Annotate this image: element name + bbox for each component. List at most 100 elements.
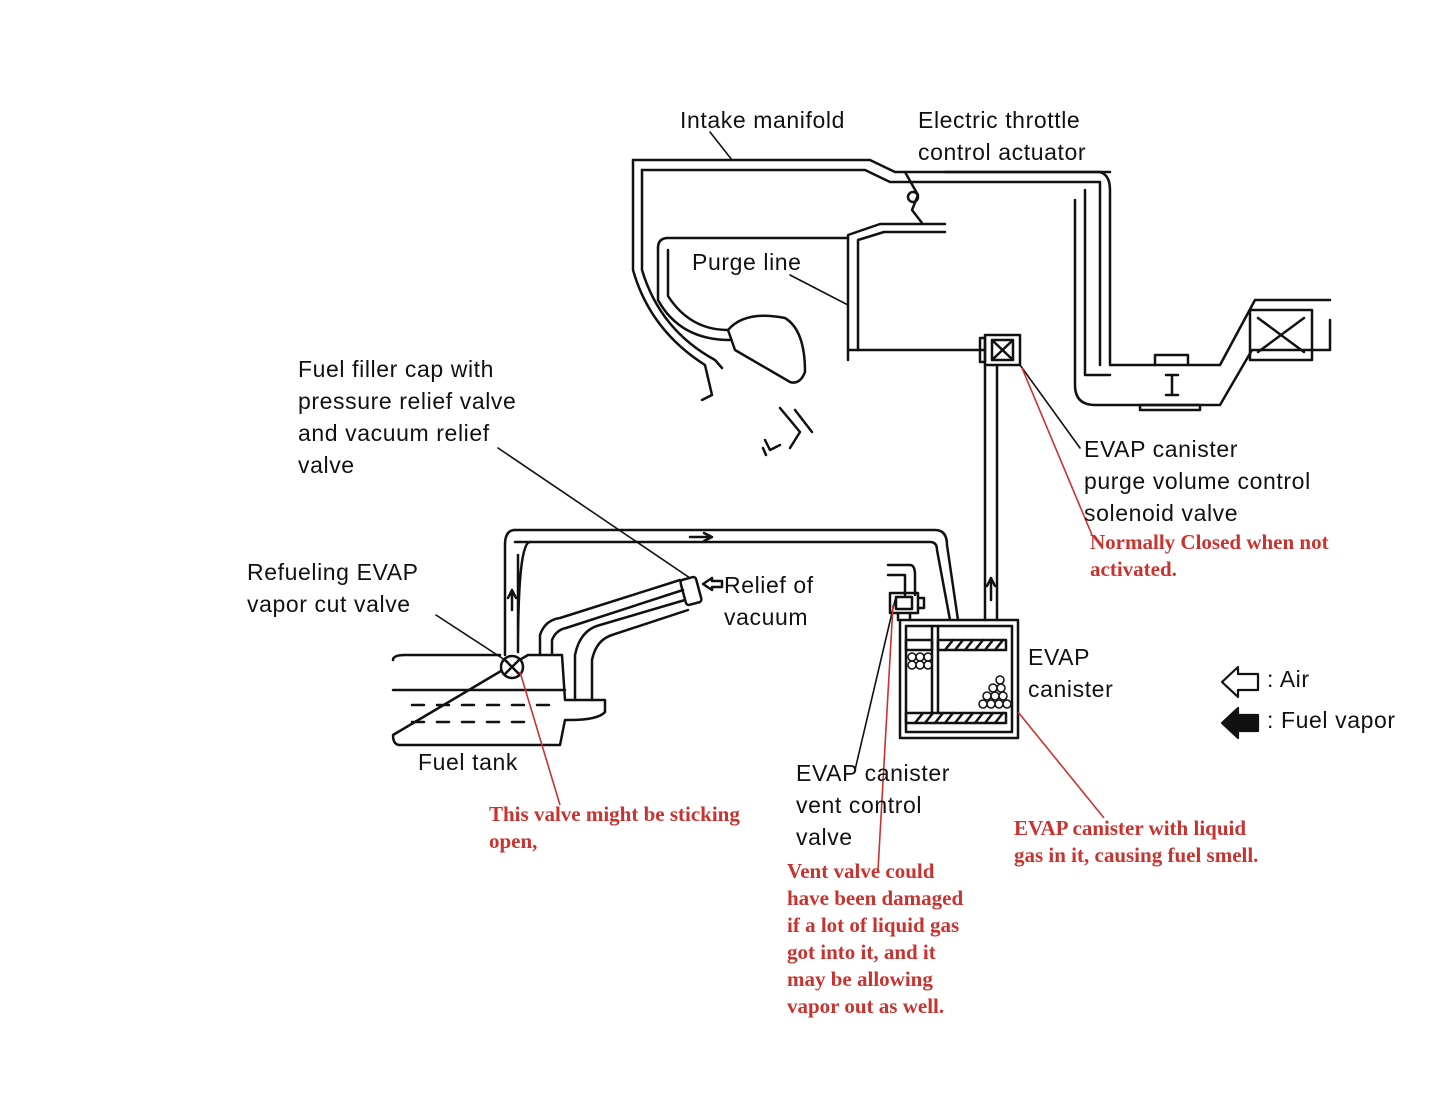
purge-line-outer bbox=[656, 236, 850, 250]
note-canister-liquid-line-1: EVAP canister with liquid bbox=[1014, 816, 1247, 840]
note-purge-closed-line-1: Normally Closed when not bbox=[1090, 530, 1329, 554]
filler-cap-line-4: valve bbox=[298, 452, 355, 478]
label-vent-valve: EVAP canister vent control valve bbox=[796, 757, 950, 853]
vent-valve-line-1: EVAP canister bbox=[796, 760, 950, 786]
throttle-pivot bbox=[906, 190, 920, 204]
note-sticking: This valve might be sticking open, bbox=[489, 801, 740, 855]
fuel-tank bbox=[391, 653, 607, 747]
legend-air: : Air bbox=[1267, 663, 1310, 695]
canister-hatch bbox=[913, 638, 1005, 725]
note-vent-line-3: if a lot of liquid gas bbox=[787, 913, 960, 937]
sensor bbox=[1153, 353, 1190, 397]
flow-arrow-right bbox=[688, 531, 714, 543]
red-leader-vent bbox=[877, 604, 894, 871]
note-vent-line-4: got into it, and it bbox=[787, 940, 936, 964]
evap-canister-line-2: canister bbox=[1028, 676, 1114, 702]
legend-air-text: : Air bbox=[1267, 666, 1310, 692]
throttle-housing-inner bbox=[856, 230, 947, 352]
legend-fuel-vapor: : Fuel vapor bbox=[1267, 704, 1396, 736]
note-sticking-line-1: This valve might be sticking bbox=[489, 802, 740, 826]
intake-manifold-lower-inner bbox=[640, 168, 724, 370]
vent-valve-line-2: vent control bbox=[796, 792, 923, 818]
purge-valve-line-3: solenoid valve bbox=[1084, 500, 1239, 526]
charcoal-pellets bbox=[907, 652, 1012, 709]
filler-neck bbox=[538, 578, 685, 657]
vapor-line-top bbox=[513, 528, 960, 622]
leader-filler-cap bbox=[497, 447, 691, 579]
intake-manifold-pipe-inner bbox=[640, 168, 1102, 367]
engine-head bbox=[726, 314, 807, 384]
note-canister-liquid-line-2: gas in it, causing fuel smell. bbox=[1014, 843, 1259, 867]
note-vent-line-5: may be allowing bbox=[787, 967, 933, 991]
evap-canister-inner bbox=[904, 624, 1014, 734]
air-duct-lower bbox=[1073, 198, 1332, 407]
leader-intake bbox=[709, 131, 733, 161]
throttle-line-1: Electric throttle bbox=[918, 107, 1081, 133]
evap-canister bbox=[898, 618, 1020, 740]
purge-valve-line-2: purge volume control bbox=[1084, 468, 1311, 494]
vent-valve-body bbox=[888, 591, 920, 615]
filler-neck-2 bbox=[573, 598, 690, 702]
legend-fuel-vapor-text: : Fuel vapor bbox=[1267, 707, 1396, 733]
vent-to-canister bbox=[896, 611, 912, 622]
filler-cap-line-2: pressure relief valve bbox=[298, 388, 517, 414]
label-fuel-tank: Fuel tank bbox=[418, 746, 518, 778]
note-vent-line-6: vapor out as well. bbox=[787, 994, 945, 1018]
purge-valve-line-1: EVAP canister bbox=[1084, 436, 1238, 462]
flow-arrow-up-tank bbox=[506, 588, 518, 612]
air-duct-bottom bbox=[1138, 403, 1202, 412]
air-duct-upper bbox=[1083, 188, 1112, 377]
label-relief-vacuum: Relief of vacuum bbox=[724, 569, 814, 633]
note-vent-line-2: have been damaged bbox=[787, 886, 964, 910]
leader-vent-valve bbox=[854, 599, 896, 771]
label-purge-valve: EVAP canister purge volume control solen… bbox=[1084, 433, 1311, 529]
throttle-line-2: control actuator bbox=[918, 139, 1087, 165]
leader-purge-valve bbox=[1019, 364, 1081, 449]
red-leader-purge-closed bbox=[1021, 367, 1093, 536]
flow-arrow-up-purge bbox=[985, 576, 997, 602]
vent-valve-detail bbox=[894, 595, 926, 611]
label-evap-canister: EVAP canister bbox=[1028, 641, 1113, 705]
legend-vapor-arrow bbox=[1220, 706, 1260, 740]
filler-cap bbox=[679, 575, 703, 607]
fuel-tank-text: Fuel tank bbox=[418, 749, 519, 775]
purge-line-text: Purge line bbox=[692, 249, 802, 275]
canister-divider bbox=[930, 624, 940, 715]
canister-filter-left bbox=[904, 638, 934, 652]
refuel-valve-line-1: Refueling EVAP bbox=[247, 559, 419, 585]
intake-manifold-lower bbox=[631, 158, 714, 402]
relief-vacuum-line-1: Relief of bbox=[724, 572, 814, 598]
leader-purge-line bbox=[789, 274, 849, 306]
filler-cap-line-3: and vacuum relief bbox=[298, 420, 490, 446]
relief-arrow-head bbox=[701, 576, 724, 592]
refuel-valve-line-2: vapor cut valve bbox=[247, 591, 411, 617]
intake-manifold-text: Intake manifold bbox=[680, 107, 845, 133]
purge-line-outer2 bbox=[656, 246, 732, 342]
note-canister-liquid: EVAP canister with liquid gas in it, cau… bbox=[1014, 815, 1258, 869]
purge-line-inner bbox=[666, 248, 730, 332]
label-refuel-valve: Refueling EVAP vapor cut valve bbox=[247, 556, 419, 620]
label-intake-manifold: Intake manifold bbox=[680, 104, 845, 136]
air-cleaner bbox=[1248, 308, 1314, 362]
throttle-body bbox=[848, 223, 945, 365]
leader-refuel bbox=[435, 614, 509, 663]
air-cleaner-cross bbox=[1256, 316, 1306, 354]
purge-valve-detail bbox=[978, 336, 1015, 364]
note-vent-line-1: Vent valve could bbox=[787, 859, 935, 883]
vent-valve-line-3: valve bbox=[796, 824, 853, 850]
note-purge-closed: Normally Closed when not activated. bbox=[1090, 529, 1329, 583]
vapor-line-down bbox=[503, 528, 532, 657]
note-sticking-line-2: open, bbox=[489, 829, 538, 853]
label-filler-cap: Fuel filler cap with pressure relief val… bbox=[298, 353, 516, 481]
note-vent-damaged: Vent valve could have been damaged if a … bbox=[787, 858, 963, 1020]
label-purge-line: Purge line bbox=[692, 246, 802, 278]
throttle-housing bbox=[846, 222, 947, 362]
label-throttle: Electric throttle control actuator bbox=[918, 104, 1086, 168]
evap-canister-line-1: EVAP bbox=[1028, 644, 1091, 670]
red-leader-canister bbox=[1017, 711, 1105, 819]
intake-flange bbox=[761, 438, 782, 457]
relief-vacuum-line-2: vacuum bbox=[724, 604, 809, 630]
filler-cap-line-1: Fuel filler cap with bbox=[298, 356, 495, 382]
